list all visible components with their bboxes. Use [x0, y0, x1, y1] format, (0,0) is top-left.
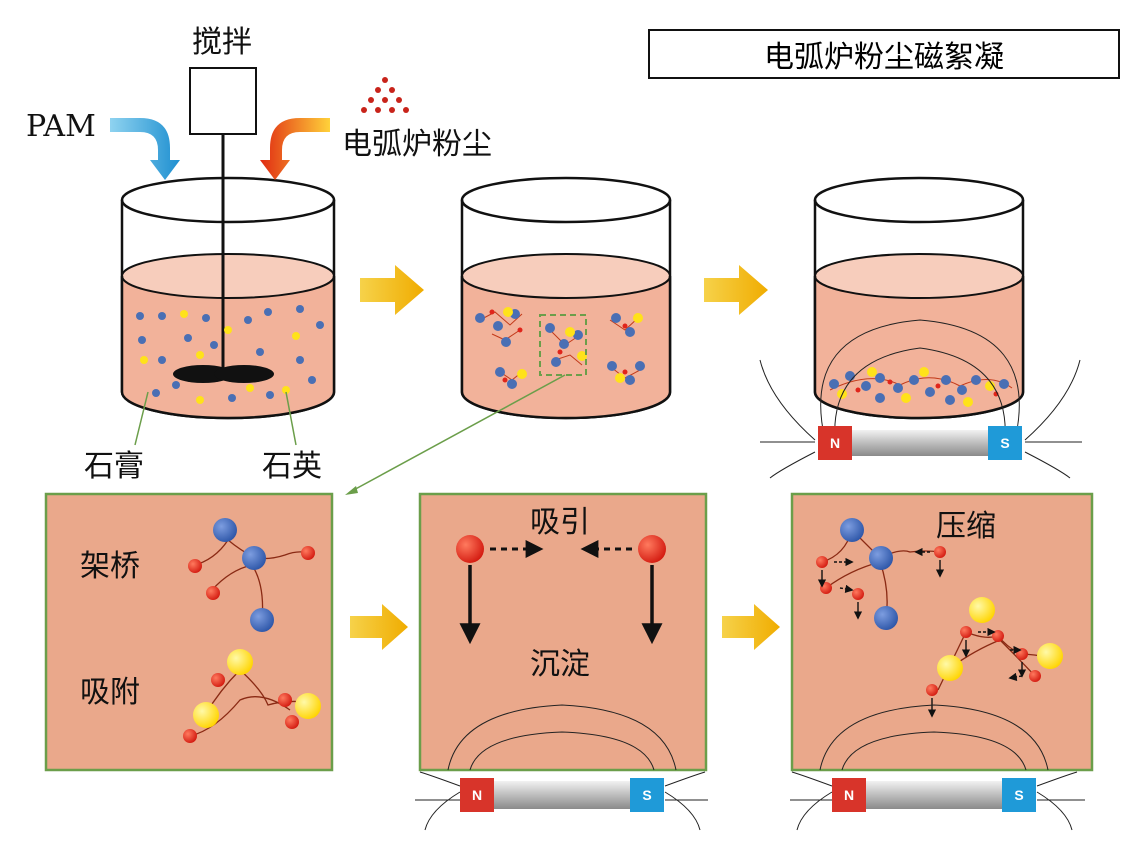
process-arrow-3 [350, 604, 408, 650]
magnet-2-north-pole: N [460, 778, 494, 812]
magnet-field-lines-3 [790, 771, 1085, 831]
process-arrow-1 [360, 265, 424, 315]
diagram-title: 电弧炉粉尘磁絮凝 [648, 29, 1120, 79]
process-arrow-2 [704, 265, 768, 315]
settling-label: 沉淀 [530, 647, 590, 682]
magnet-3-south-pole: S [1002, 778, 1036, 812]
dust-inflow-arrow [260, 118, 330, 180]
magnet-field-lines-1 [759, 319, 1082, 479]
adsorption-label: 吸附 [80, 675, 140, 710]
magnet-1-south-pole: S [988, 426, 1022, 460]
gypsum-label: 石膏 [84, 449, 144, 484]
compression-label: 压缩 [936, 509, 996, 544]
magnet-1-north-pole: N [818, 426, 852, 460]
magnet-3-north-pole: N [832, 778, 866, 812]
pam-inflow-arrow [110, 118, 180, 180]
zoom-panel-compression [790, 492, 1094, 772]
tank-2-flocs [475, 307, 645, 389]
zoom-panel-bridging [44, 492, 334, 772]
dust-particles-icon [361, 77, 409, 113]
tank-1 [120, 176, 336, 420]
magnet-field-lines-2 [415, 771, 708, 831]
pam-label: PAM [26, 109, 96, 144]
eaf-dust-label: 电弧炉粉尘 [342, 127, 492, 162]
stir-label: 搅拌 [192, 25, 252, 60]
magnet-2-south-pole: S [630, 778, 664, 812]
bridging-label: 架桥 [80, 549, 140, 584]
process-arrow-4 [722, 604, 780, 650]
magnet-2 [494, 781, 632, 809]
attraction-label: 吸引 [530, 505, 590, 540]
magnet-3 [866, 781, 1004, 809]
tank-1-particles [136, 305, 324, 404]
stirrer [173, 67, 274, 383]
zoom-panel-settling [418, 492, 708, 772]
quartz-label: 石英 [262, 449, 322, 484]
magnet-1 [852, 430, 992, 456]
tank-2 [460, 176, 672, 420]
